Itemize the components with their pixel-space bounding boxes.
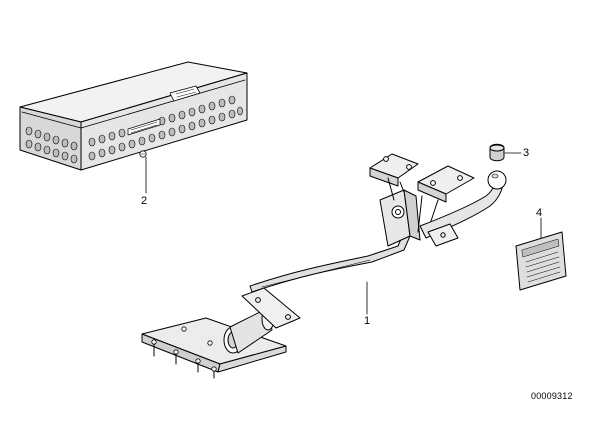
bracket-bolts	[151, 326, 217, 372]
instruction-card	[515, 231, 567, 291]
vent-holes-right	[88, 95, 243, 161]
callout-label-4: 4	[536, 207, 543, 219]
callout-label-3: 3	[523, 147, 530, 159]
diagram-code: 00009312	[531, 391, 573, 401]
callout-label-1: 1	[364, 315, 371, 327]
control-unit-box	[19, 61, 248, 171]
ball-cap	[489, 143, 505, 162]
vent-holes-left	[25, 126, 78, 164]
callout-label-2: 2	[141, 195, 148, 207]
tow-hitch-assembly	[141, 153, 507, 379]
